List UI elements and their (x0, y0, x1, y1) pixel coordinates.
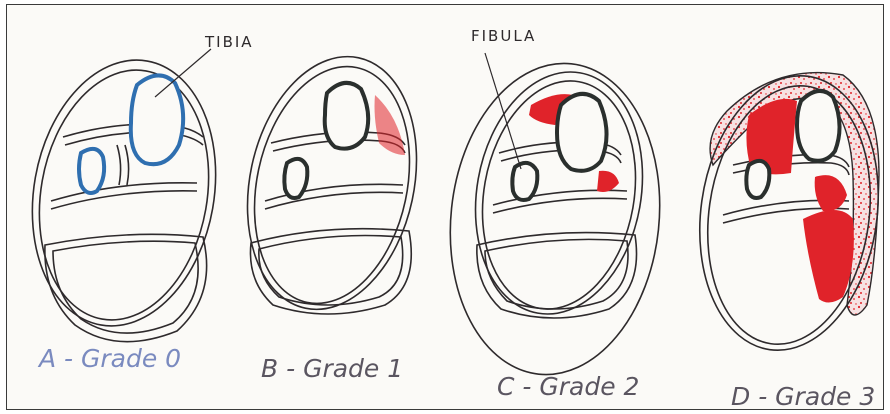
panel-b-pathology-region (375, 95, 406, 155)
fibula-label: FIBULA (471, 27, 536, 45)
diagram-frame: TIBIA FIBULA (6, 4, 884, 410)
leg-cross-section-diagram: TIBIA FIBULA (7, 5, 883, 409)
panel-a-caption: A - Grade 0 (37, 344, 181, 373)
panel-c-pathology-lateral (597, 171, 619, 192)
panel-a-cross-section (12, 45, 236, 341)
panel-b-fibula (284, 159, 307, 198)
panel-d-fibula (746, 161, 769, 198)
panel-a-tibia (131, 75, 183, 164)
panel-c-tibia (557, 94, 607, 171)
panel-d-pathology-lateral (815, 175, 847, 211)
panel-a-fibula (79, 149, 104, 193)
tibia-pointer-line (155, 49, 211, 97)
panel-c-fibula (512, 163, 537, 200)
panel-c-caption: C - Grade 2 (497, 372, 639, 401)
panel-b-tibia (325, 83, 368, 149)
panel-b-cross-section (225, 41, 439, 326)
tibia-label: TIBIA (204, 33, 254, 51)
panel-d-pathology-posterior (803, 210, 854, 303)
panel-b-caption: B - Grade 1 (261, 354, 403, 383)
panel-d-tibia (797, 91, 840, 161)
panel-d-caption: D - Grade 3 (731, 382, 875, 409)
